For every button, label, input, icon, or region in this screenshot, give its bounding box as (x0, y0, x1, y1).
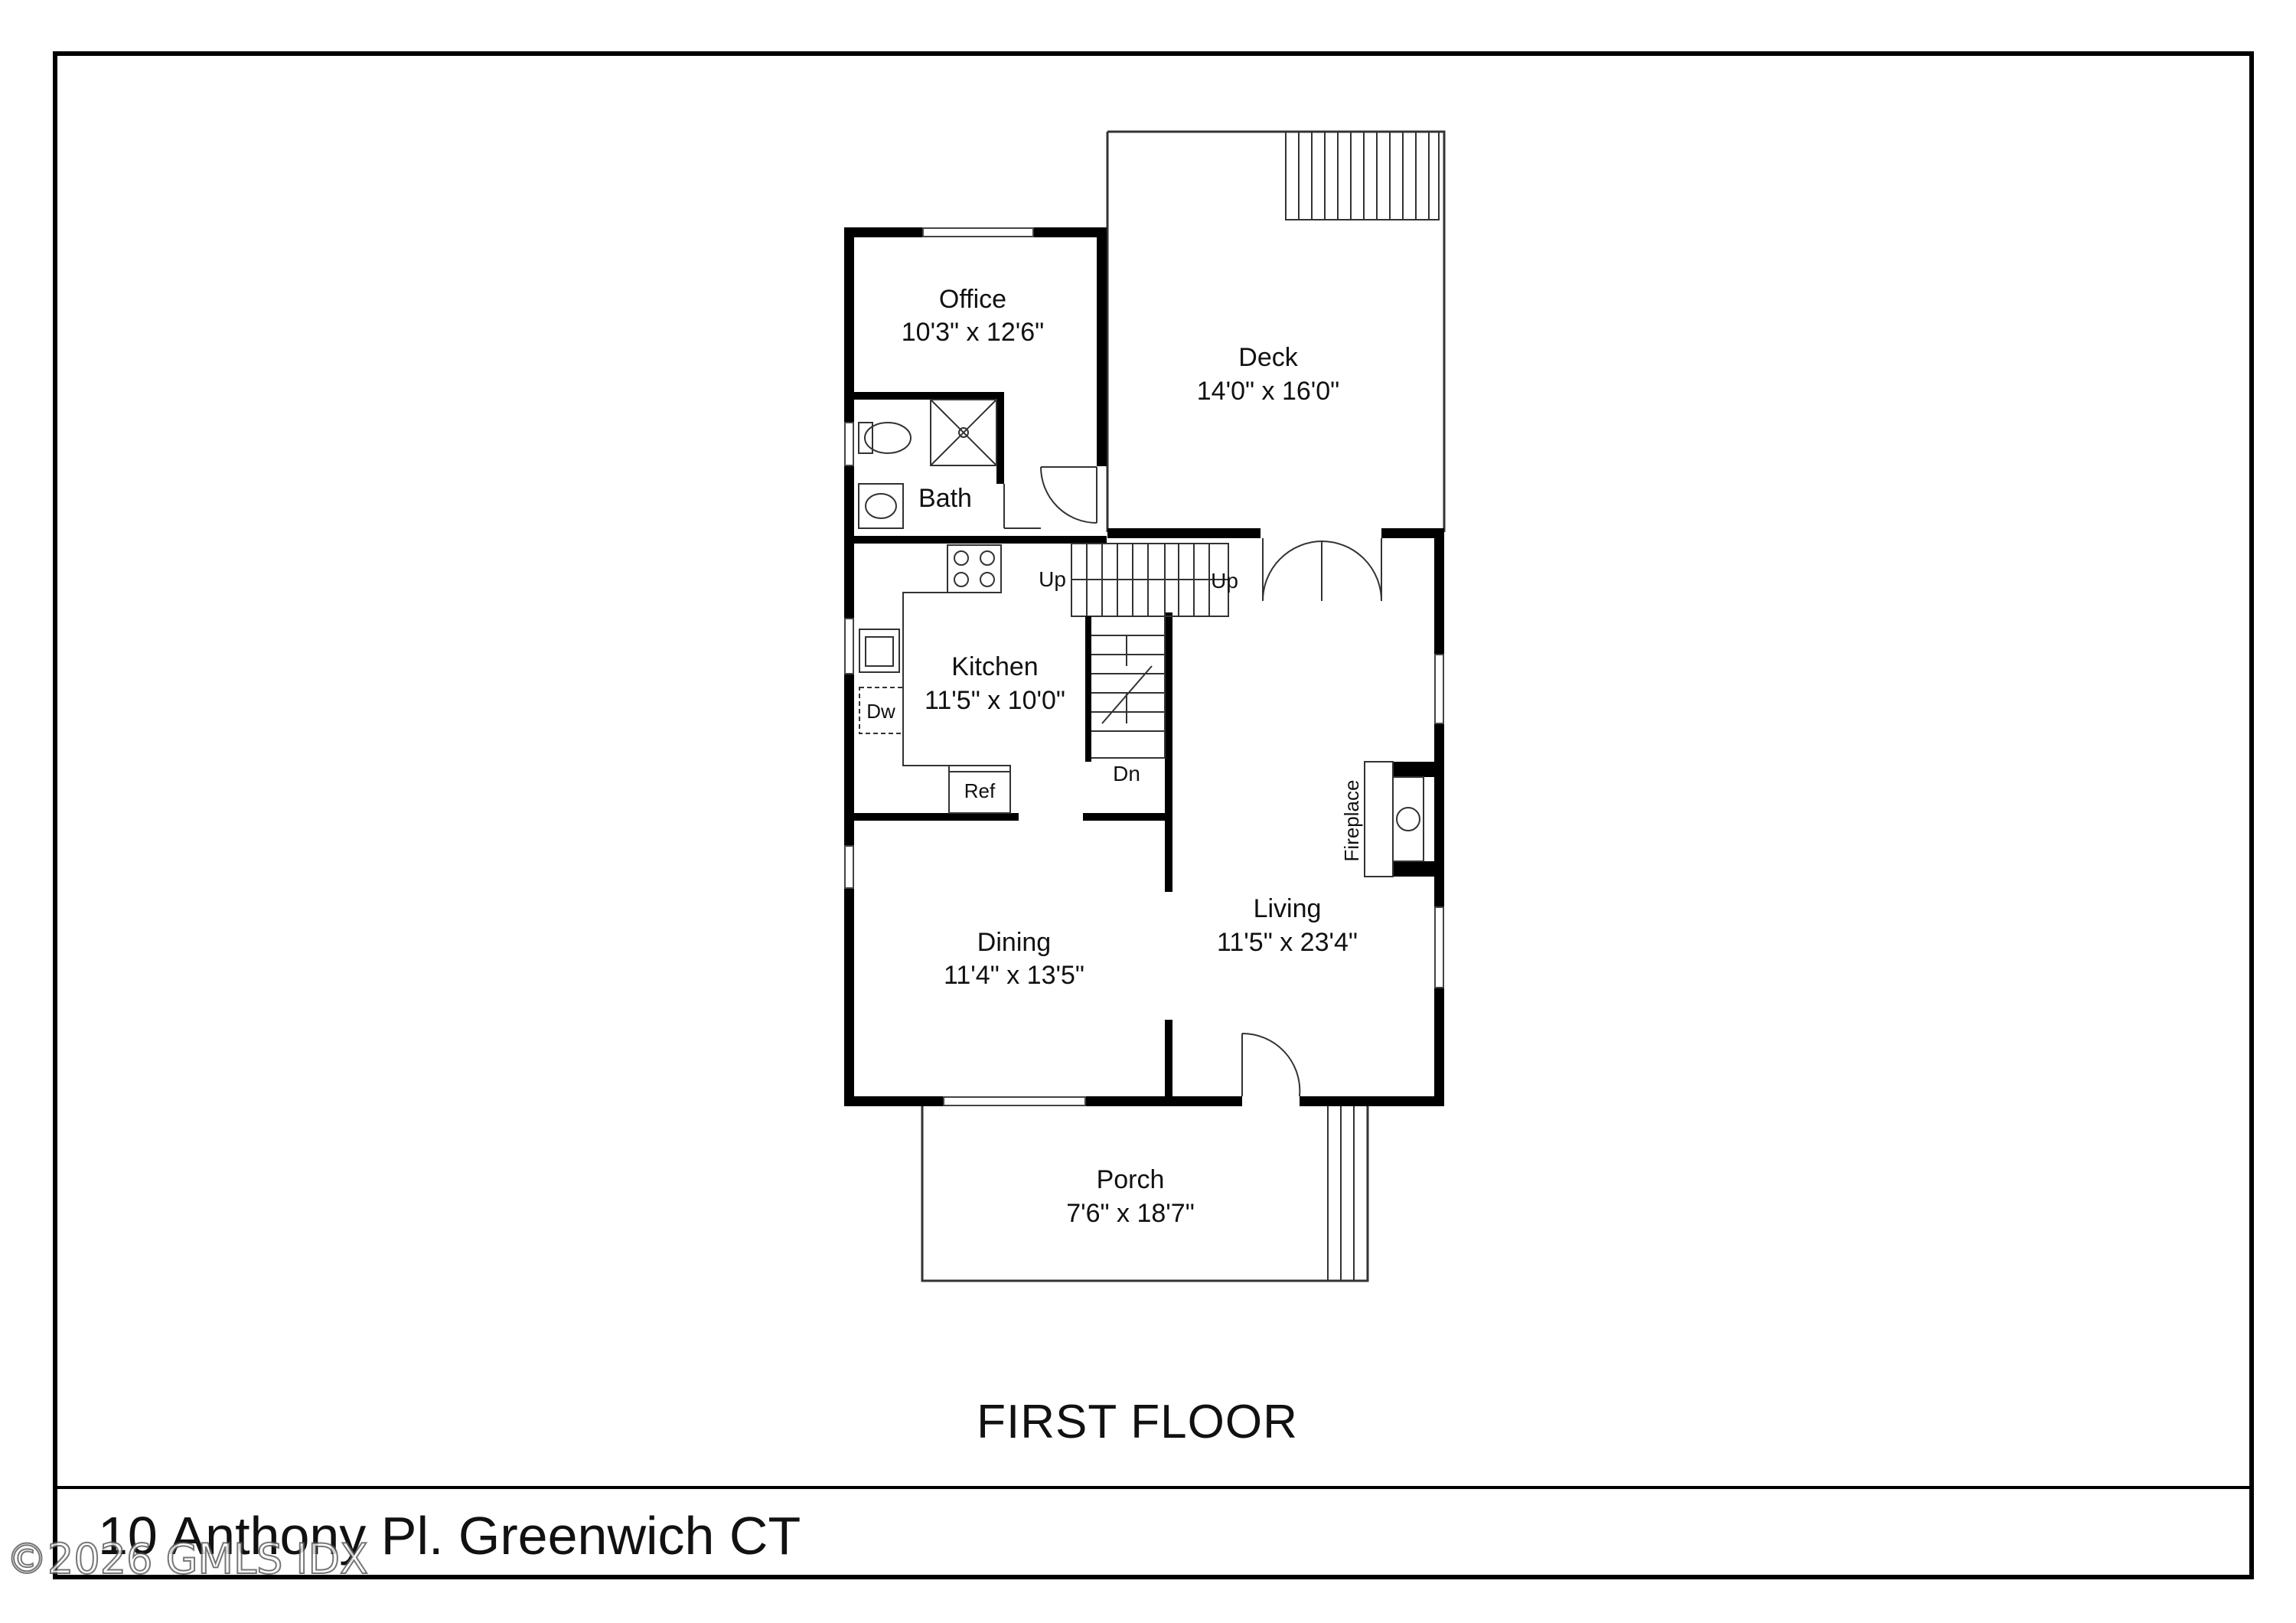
living-name: Living (1254, 894, 1322, 923)
office-name: Office (939, 285, 1006, 314)
kitchen-sink-icon (859, 629, 900, 673)
porch-dim: 7'6" x 18'7" (1066, 1199, 1195, 1228)
toilet-tank-icon (858, 422, 873, 454)
stair-left-wall (1085, 616, 1091, 762)
porch-name: Porch (1097, 1165, 1165, 1194)
refrigerator-label: Ref (964, 779, 996, 802)
outer-frame (53, 51, 2254, 1579)
address-text: 10 Anthony Pl. Greenwich CT (98, 1506, 801, 1566)
stairs-down-label: Dn (1113, 762, 1140, 785)
dining-name: Dining (977, 928, 1051, 957)
living-dim: 11'5" x 23'4" (1217, 928, 1358, 957)
porch-outline (921, 1100, 1369, 1282)
doors (1003, 466, 1382, 1097)
refrigerator-box (948, 765, 1011, 814)
toilet-bowl-icon (864, 422, 912, 454)
dishwasher-box (859, 687, 904, 734)
fireplace-icon (1364, 761, 1424, 877)
stairs (1071, 543, 1229, 759)
stairs-up-left-label: Up (1039, 567, 1066, 591)
office-dim: 10'3" x 12'6" (902, 318, 1044, 347)
deck-stairs (1285, 131, 1440, 220)
bath-fixtures (858, 399, 997, 529)
porch-steps (1327, 1100, 1355, 1281)
sink-icon (858, 483, 904, 529)
floor-title: FIRST FLOOR (977, 1396, 1298, 1448)
deck-dim: 14'0" x 16'0" (1197, 377, 1339, 406)
watermark-text: ©2026 GMLS IDX (6, 1535, 368, 1583)
dishwasher-label: Dw (866, 700, 895, 723)
bath-name: Bath (918, 484, 972, 513)
deck-name: Deck (1238, 343, 1298, 372)
stairs-up-right-label: Up (1211, 569, 1238, 593)
stove-icon (947, 544, 1002, 593)
shower-icon (930, 399, 997, 466)
deck-outline (1106, 130, 1446, 532)
kitchen-dim: 11'5" x 10'0" (925, 686, 1065, 715)
dining-dim: 11'4" x 13'5" (944, 961, 1084, 990)
fireplace-label: Fireplace (1340, 780, 1363, 862)
kitchen-name: Kitchen (951, 652, 1038, 681)
exterior-walls (844, 227, 1444, 1106)
kitchen-fixtures (859, 544, 1011, 814)
windows (844, 227, 1444, 1106)
